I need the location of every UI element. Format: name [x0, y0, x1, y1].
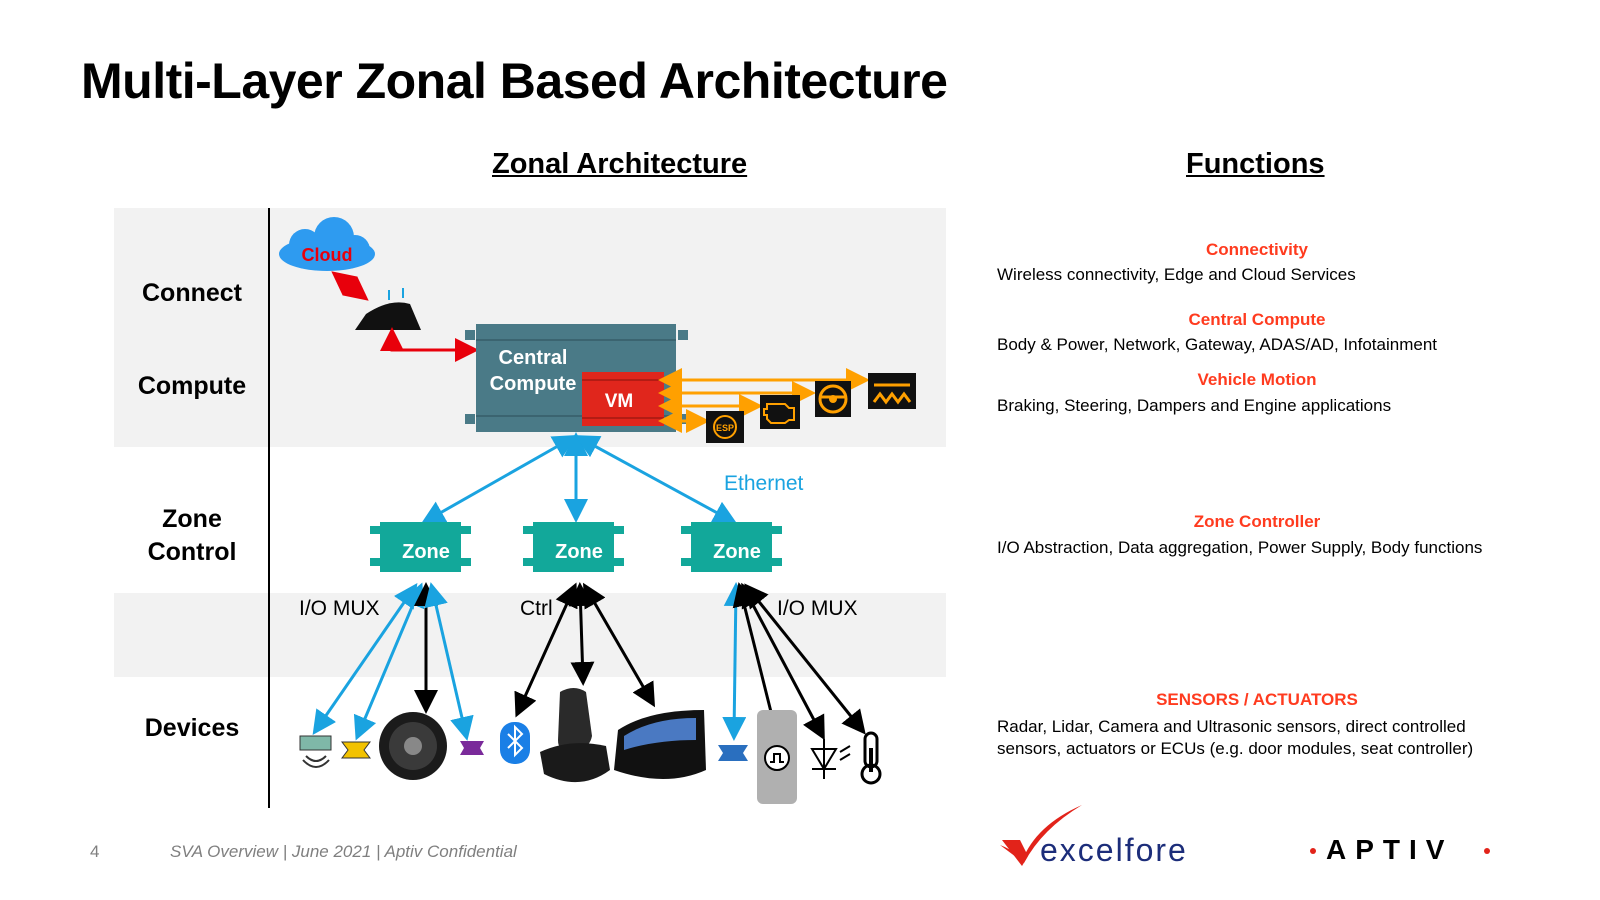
fn-connectivity-desc: Wireless connectivity, Edge and Cloud Se… — [997, 265, 1356, 284]
zone2-link-b — [568, 582, 595, 686]
cloud-label: Cloud — [302, 245, 353, 265]
fn-central-compute-desc: Body & Power, Network, Gateway, ADAS/AD,… — [997, 335, 1437, 354]
fn-vehicle-motion-desc: Braking, Steering, Dampers and Engine ap… — [997, 396, 1392, 415]
speaker-icon — [379, 712, 447, 780]
radar-sensor-icon — [341, 741, 371, 759]
bluetooth-icon — [500, 722, 530, 764]
zone2-link-a — [514, 582, 578, 718]
fn-sensors-title: SENSORS / ACTUATORS — [1156, 690, 1358, 709]
zone3-link-a — [722, 582, 748, 741]
aptiv-logo: APTIV — [1326, 834, 1454, 865]
layer-divider — [268, 208, 270, 808]
zone-label-1: Zone — [402, 541, 450, 563]
temperature-sensor-icon — [860, 731, 882, 785]
actuator-icon — [460, 741, 484, 755]
antenna-icon — [355, 288, 421, 330]
layer-connect: Connect — [142, 279, 242, 307]
esp-icon: ESP — [706, 411, 744, 443]
fn-central-compute-title: Central Compute — [1188, 310, 1326, 329]
io-mux-label-1: I/O MUX — [299, 597, 380, 620]
excelfore-logo-mark — [1000, 805, 1082, 866]
fn-connectivity-title: Connectivity — [1205, 240, 1309, 259]
excelfore-logo: excelfore — [1040, 832, 1188, 868]
layer-devices: Devices — [144, 714, 240, 742]
zone-label-3: Zone — [713, 541, 761, 563]
page-number: 4 — [90, 842, 100, 861]
vm-box: VM — [582, 372, 664, 426]
zone3-link-d — [744, 583, 866, 735]
fn-sensors-desc-2: sensors, actuators or ECUs (e.g. door mo… — [997, 739, 1474, 758]
fn-zone-controller-title: Zone Controller — [1193, 512, 1321, 531]
aptiv-dot-right — [1484, 848, 1490, 854]
fn-zone-controller-desc: I/O Abstraction, Data aggregation, Power… — [997, 538, 1483, 557]
ecu-module-icon — [757, 710, 797, 804]
car-door-icon — [614, 710, 706, 779]
aptiv-dot-left — [1310, 848, 1316, 854]
io-mux-label-2: I/O MUX — [777, 597, 858, 620]
zone2-link-c — [582, 582, 656, 708]
ethernet-link-zone-3 — [574, 435, 738, 524]
layer-compute: Compute — [137, 372, 247, 400]
footer-text: SVA Overview | June 2021 | Aptiv Confide… — [170, 842, 517, 861]
cloud-icon: Cloud — [279, 217, 375, 271]
fn-vehicle-motion-title: Vehicle Motion — [1197, 370, 1317, 389]
vm-label: VM — [605, 391, 634, 412]
svg-text:ESP: ESP — [716, 423, 734, 433]
functions-header: Functions — [1186, 148, 1325, 180]
central-compute-label-2: Compute — [490, 373, 577, 395]
camera-sensor-icon — [718, 745, 748, 761]
cloud-antenna-link — [331, 271, 369, 301]
zone-controller-3 — [681, 522, 782, 572]
zone-controller-1 — [370, 522, 471, 572]
central-compute-label: Central — [499, 347, 568, 369]
seat-icon — [540, 688, 610, 783]
fn-sensors-desc-1: Radar, Lidar, Camera and Ultrasonic sens… — [997, 717, 1466, 736]
zone1-link-d — [424, 582, 474, 741]
steering-icon — [815, 381, 851, 417]
zonal-architecture-header: Zonal Architecture — [492, 148, 748, 180]
engine-icon — [760, 395, 800, 429]
zone-controller-2 — [523, 522, 624, 572]
light-sensor-icon — [810, 739, 851, 779]
ultrasonic-sensor-icon — [299, 735, 332, 768]
zone-label-2: Zone — [555, 541, 603, 563]
ethernet-link-zone-1 — [420, 435, 578, 524]
zone1-link-b — [353, 582, 425, 741]
damper-icon — [868, 373, 916, 409]
ethernet-label: Ethernet — [724, 472, 804, 495]
antenna-compute-link — [380, 327, 479, 362]
ctrl-label: Ctrl — [520, 597, 553, 620]
page-title: Multi-Layer Zonal Based Architecture — [81, 53, 948, 109]
